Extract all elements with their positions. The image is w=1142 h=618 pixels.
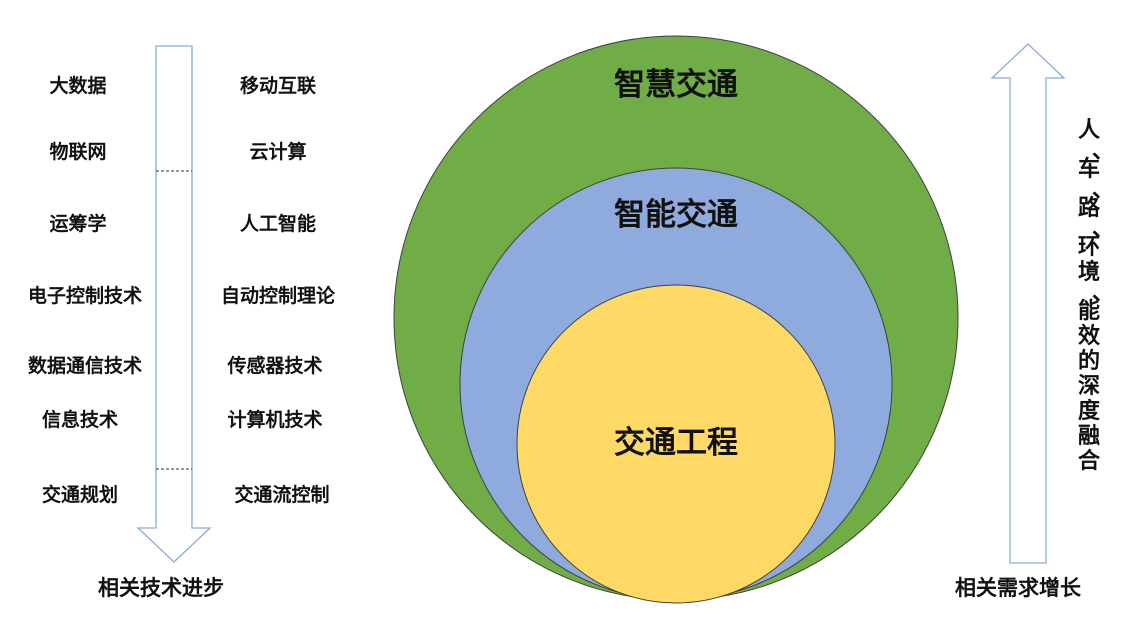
vertical-char: 环 — [1077, 235, 1100, 260]
ring-label-intelligent-transportation: 智能交通 — [614, 197, 738, 233]
vertical-char: 车 — [1077, 157, 1100, 182]
tech-label-traffic-planning: 交通规划 — [41, 484, 119, 506]
vertical-punctuation: 、 — [1091, 178, 1114, 203]
tech-label-big-data: 大数据 — [49, 75, 107, 97]
tech-label-information-technology: 信息技术 — [41, 409, 119, 431]
tech-label-iot: 物联网 — [49, 141, 107, 163]
tech-label-automatic-control: 自动控制理论 — [220, 285, 336, 307]
vertical-char: 能 — [1077, 299, 1100, 324]
tech-label-data-communication: 数据通信技术 — [27, 355, 143, 377]
vertical-char: 路 — [1077, 196, 1100, 221]
up-arrow-icon — [990, 43, 1066, 564]
vertical-text: 人、车、路、环境、能效的深度融合 — [1074, 118, 1114, 518]
vertical-punctuation: 、 — [1091, 217, 1114, 242]
right-caption: 相关需求增长 — [955, 576, 1081, 600]
tech-label-traffic-flow-control: 交通流控制 — [234, 484, 330, 506]
vertical-punctuation: 、 — [1091, 281, 1114, 306]
vertical-char: 深 — [1077, 374, 1100, 399]
left-caption: 相关技术进步 — [98, 576, 224, 600]
tech-label-sensor-technology: 传感器技术 — [227, 355, 323, 377]
vertical-char: 合 — [1077, 449, 1100, 474]
tech-label-operations-research: 运筹学 — [49, 213, 107, 235]
vertical-char: 人 — [1077, 118, 1100, 143]
vertical-char: 境 — [1077, 260, 1100, 285]
vertical-char: 度 — [1077, 399, 1100, 424]
vertical-char: 的 — [1077, 349, 1100, 374]
down-arrow-icon — [136, 45, 212, 563]
tech-label-mobile-internet: 移动互联 — [239, 75, 317, 97]
vertical-char: 效 — [1077, 324, 1100, 349]
ring-label-traffic-engineering: 交通工程 — [614, 425, 738, 461]
vertical-char: 融 — [1077, 424, 1100, 449]
tech-label-computer-technology: 计算机技术 — [227, 409, 323, 431]
ring-label-smart-transportation: 智慧交通 — [614, 67, 738, 103]
inner-circle — [516, 284, 836, 604]
tech-label-artificial-intelligence: 人工智能 — [239, 213, 317, 235]
tech-label-electronic-control: 电子控制技术 — [27, 285, 143, 307]
tech-label-cloud-computing: 云计算 — [249, 141, 307, 163]
vertical-punctuation: 、 — [1091, 139, 1114, 164]
